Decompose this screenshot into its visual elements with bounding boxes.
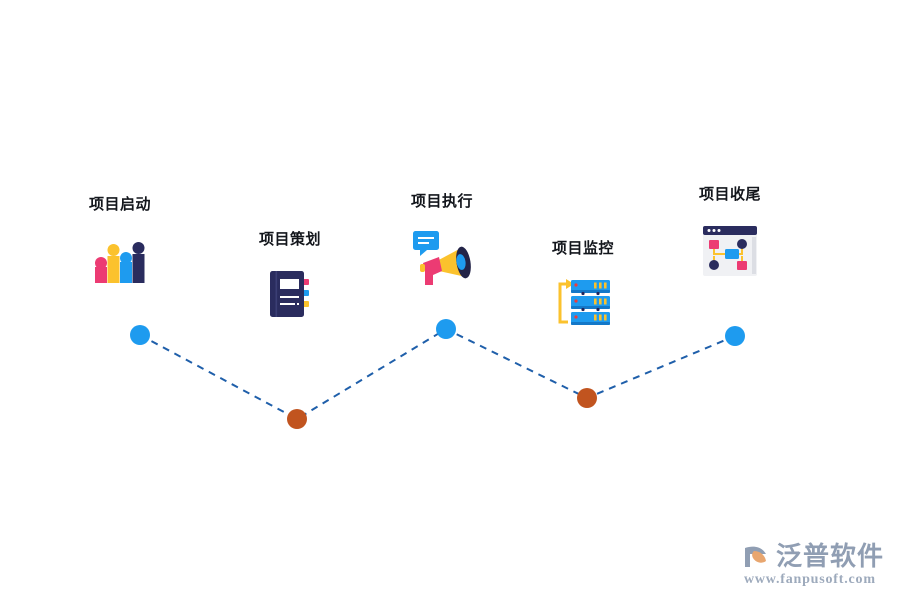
milestone-node-0[interactable] xyxy=(130,325,150,345)
milestone-node-1[interactable] xyxy=(287,409,307,429)
milestone-node-2[interactable] xyxy=(436,319,456,339)
watermark: 泛普软件 www.fanpusoft.com xyxy=(742,543,884,588)
connector-dashed-line xyxy=(139,327,736,421)
milestone-item-2[interactable]: 项目执行 xyxy=(362,193,522,289)
milestone-item-0[interactable]: 项目启动 xyxy=(40,196,200,292)
milestone-node-4[interactable] xyxy=(725,326,745,346)
milestone-item-4[interactable]: 项目收尾 xyxy=(650,186,810,282)
fanpu-logo-icon xyxy=(744,546,766,567)
milestone-item-3[interactable]: 项目监控 xyxy=(503,240,663,334)
milestone-node-3[interactable] xyxy=(577,388,597,408)
watermark-url: www.fanpusoft.com xyxy=(743,572,876,587)
bar-chart-people-icon xyxy=(40,230,200,292)
browser-flowchart-icon xyxy=(650,220,810,282)
megaphone-announce-icon xyxy=(362,227,522,289)
milestone-label-0: 项目启动 xyxy=(88,196,151,213)
milestone-label-2: 项目执行 xyxy=(410,193,473,210)
server-rack-monitor-icon xyxy=(503,272,663,334)
milestone-label-4: 项目收尾 xyxy=(698,186,761,203)
notebook-plan-icon xyxy=(210,263,370,325)
watermark-brand-row: 泛普软件 xyxy=(742,543,884,571)
milestone-label-1: 项目策划 xyxy=(258,231,321,248)
milestone-item-1[interactable]: 项目策划 xyxy=(210,231,370,325)
milestone-label-3: 项目监控 xyxy=(551,240,614,257)
watermark-brand: 泛普软件 xyxy=(775,542,884,572)
